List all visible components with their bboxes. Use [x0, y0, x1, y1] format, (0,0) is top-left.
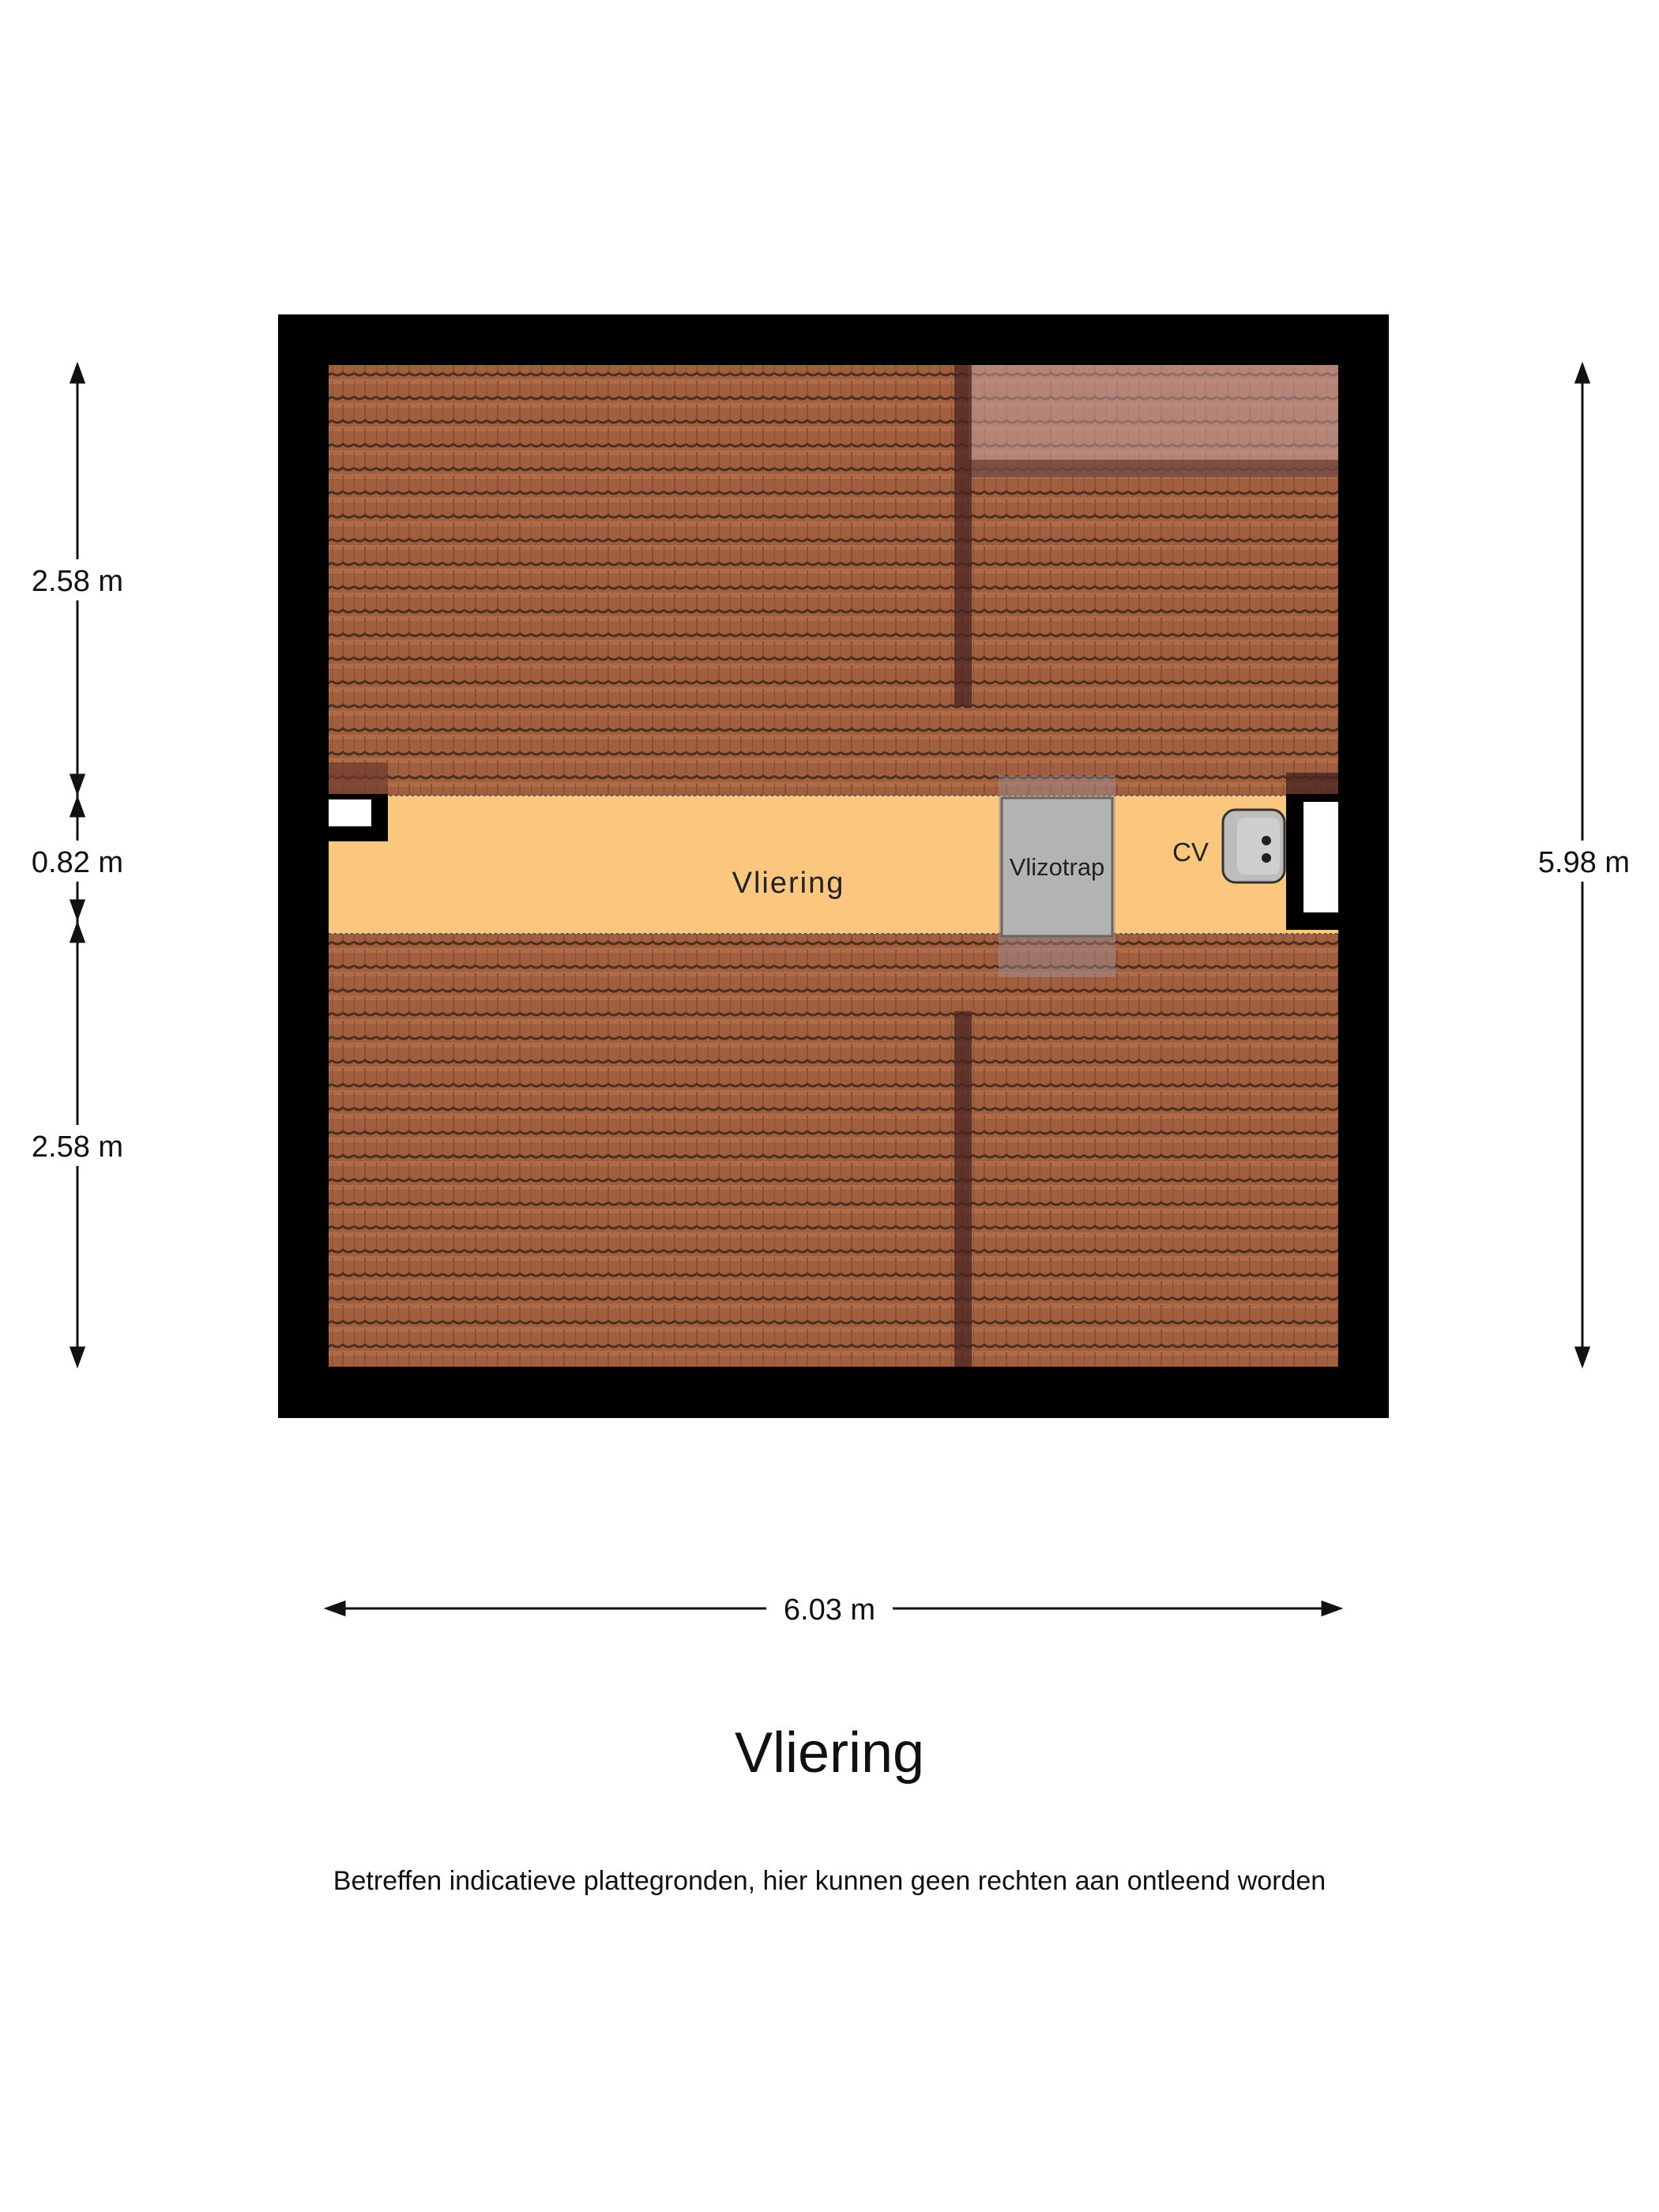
vliering-room-label: Vliering	[732, 867, 845, 900]
cv-dot-2	[1262, 853, 1271, 863]
right-chimney-inner	[1304, 802, 1338, 912]
roof-ridge-top	[954, 365, 972, 706]
vliering-floor	[329, 796, 1338, 934]
cv-dot-1	[1262, 836, 1271, 845]
disclaimer-text: Betreffen indicatieve plattegronden, hie…	[333, 1866, 1326, 1896]
skylight	[969, 365, 1338, 477]
dim-left-middle: 0.82 m	[32, 846, 123, 879]
dim-bottom-width: 6.03 m	[784, 1593, 875, 1627]
floor-title: Vliering	[734, 1721, 925, 1785]
dim-right-total: 5.98 m	[1538, 846, 1630, 879]
right-chimney-shadow	[1286, 773, 1338, 796]
left-notch-opening	[329, 799, 371, 826]
cv-label: CV	[1172, 837, 1209, 867]
dim-left-top: 2.58 m	[32, 565, 123, 598]
roof-bottom	[329, 934, 1338, 1367]
vlizotrap-label: Vlizotrap	[1010, 853, 1105, 881]
dim-left-bottom: 2.58 m	[32, 1130, 123, 1164]
roof-ridge-bottom	[954, 1011, 972, 1367]
skylight-edge	[969, 460, 1338, 477]
vlizotrap	[1000, 796, 1114, 938]
cv-boiler-front	[1237, 818, 1280, 875]
left-notch-shadow	[329, 762, 388, 798]
